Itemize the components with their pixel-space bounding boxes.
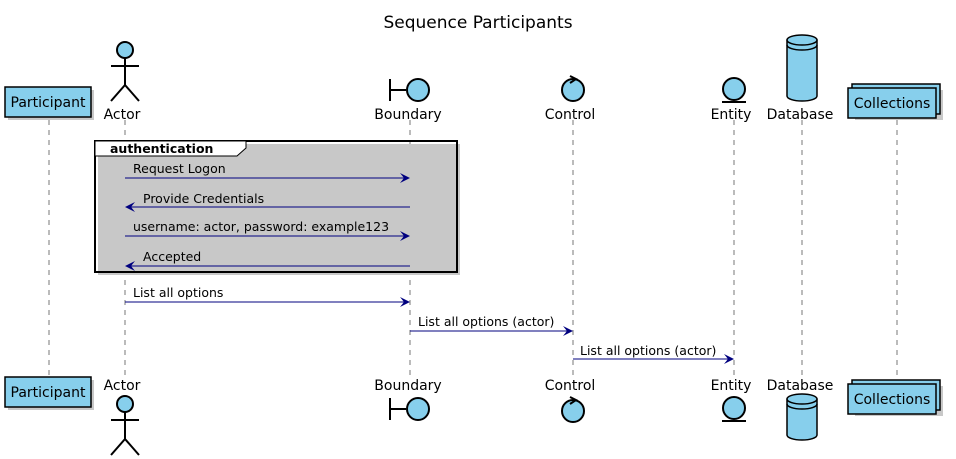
participant-head-bottom: Participant <box>4 376 94 410</box>
entity-label-top: Entity <box>711 107 752 123</box>
database-icon-top <box>786 34 818 102</box>
frame-label: authentication <box>110 141 213 156</box>
message-label: List all options <box>133 285 223 300</box>
control-label-top: Control <box>545 107 596 123</box>
authentication-frame: authentication <box>94 140 460 275</box>
collections-head-bottom: Collections <box>847 379 943 416</box>
database-icon-bottom <box>786 393 818 441</box>
boundary-icon-bottom <box>389 397 430 421</box>
actor-label-bottom: Actor <box>104 378 141 394</box>
message-arrows <box>125 173 734 364</box>
actor-label-top: Actor <box>104 107 141 123</box>
message-label: List all options (actor) <box>418 314 554 329</box>
participant-label-bottom: Participant <box>11 385 86 401</box>
actor-icon-bottom <box>110 395 140 456</box>
control-label-bottom: Control <box>545 378 596 394</box>
boundary-icon-top <box>389 78 430 102</box>
collections-label-top: Collections <box>854 96 931 112</box>
diagram-title: Sequence Participants <box>383 13 572 33</box>
boundary-label-bottom: Boundary <box>374 378 441 394</box>
message-label: List all options (actor) <box>580 343 716 358</box>
participant-head-top: Participant <box>4 86 94 120</box>
control-icon-bottom <box>561 396 585 423</box>
message-label: username: actor, password: example123 <box>133 219 389 234</box>
boundary-label-top: Boundary <box>374 107 441 123</box>
entity-icon-top <box>722 77 746 103</box>
actor-icon-top <box>110 41 140 102</box>
message-label: Request Logon <box>133 161 226 176</box>
message-label: Provide Credentials <box>143 191 264 206</box>
message-labels: Request Logon Provide Credentials userna… <box>133 161 716 358</box>
collections-head-top: Collections <box>847 83 943 120</box>
entity-icon-bottom <box>722 396 746 422</box>
control-icon-top <box>561 75 585 102</box>
collections-label-bottom: Collections <box>854 392 931 408</box>
database-label-top: Database <box>767 107 834 123</box>
participant-label-top: Participant <box>11 95 86 111</box>
entity-label-bottom: Entity <box>711 378 752 394</box>
database-label-bottom: Database <box>767 378 834 394</box>
message-label: Accepted <box>143 249 201 264</box>
